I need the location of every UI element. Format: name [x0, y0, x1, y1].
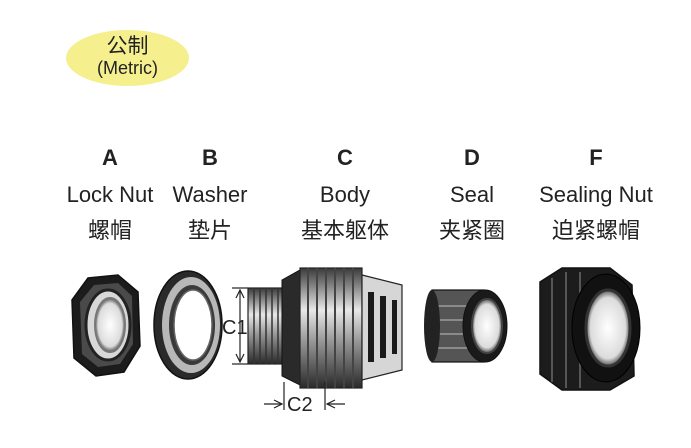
part-name-zh: 螺帽	[87, 218, 133, 243]
part-name-zh: 迫紧螺帽	[551, 218, 640, 243]
part-name-en: Lock Nut	[66, 182, 154, 207]
part-letter: A	[102, 145, 118, 170]
part-f-label: F Sealing Nut 迫紧螺帽	[539, 146, 653, 244]
washer-drawing	[153, 270, 223, 380]
part-name-zh: 垫片	[187, 218, 233, 243]
part-name-zh: 基本躯体	[300, 218, 390, 243]
part-name-en: Sealing Nut	[539, 182, 653, 207]
part-d-label: D Seal 夹紧圈	[439, 146, 505, 244]
dimension-c2	[264, 382, 345, 410]
lock-nut-drawing	[71, 274, 141, 377]
sealing-nut-drawing	[539, 267, 641, 391]
part-name-en: Body	[319, 182, 371, 207]
dimension-c1-label: C1	[222, 317, 248, 339]
part-name-en: Seal	[449, 182, 495, 207]
part-a-label: A Lock Nut 螺帽	[67, 146, 154, 244]
metric-badge-en: (Metric)	[97, 58, 158, 78]
part-b-label: B Washer 垫片	[173, 146, 248, 244]
part-c-label: C Body 基本躯体	[301, 146, 389, 244]
metric-badge: 公制 (Metric)	[66, 30, 189, 86]
part-letter: F	[589, 145, 603, 170]
body-drawing	[247, 267, 403, 389]
metric-badge-zh: 公制	[106, 35, 149, 58]
seal-drawing	[424, 289, 508, 363]
part-name-en: Washer	[172, 182, 248, 207]
part-letter: C	[337, 145, 353, 170]
part-letter: B	[202, 145, 218, 170]
dimension-c1	[232, 287, 248, 365]
dimension-c2-label: C2	[287, 394, 313, 416]
part-letter: D	[464, 145, 480, 170]
part-name-zh: 夹紧圈	[438, 218, 506, 243]
